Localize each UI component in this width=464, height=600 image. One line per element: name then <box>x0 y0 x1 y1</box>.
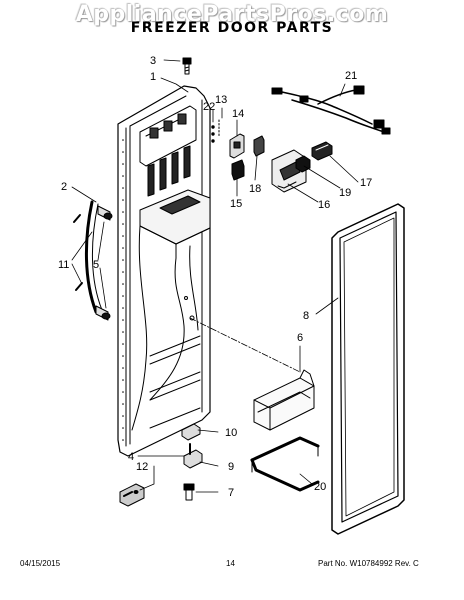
door-handle <box>73 200 113 321</box>
watermark-logo: AppliancePartsPros.com <box>75 2 389 27</box>
control-switches <box>211 119 265 181</box>
footer-part-number: Part No. W10784992 Rev. C <box>318 559 419 568</box>
callout-3: 3 <box>150 55 156 67</box>
callout-7: 7 <box>228 487 234 499</box>
wire-harness <box>271 85 391 135</box>
callout-4: 4 <box>128 451 134 463</box>
door-bin <box>253 369 315 431</box>
callout-11: 11 <box>58 259 69 271</box>
hinge-assembly <box>119 423 203 507</box>
door-liner <box>117 85 211 457</box>
callout-2: 2 <box>61 181 67 193</box>
top-screw <box>182 57 192 75</box>
callout-12: 12 <box>136 461 148 473</box>
electronic-modules <box>271 141 333 193</box>
callout-15: 15 <box>230 198 242 210</box>
callout-14: 14 <box>232 108 244 120</box>
callout-9: 9 <box>228 461 234 473</box>
page-title: FREEZER DOOR PARTS <box>130 20 334 36</box>
callout-17: 17 <box>360 177 372 189</box>
callout-1: 1 <box>150 71 156 83</box>
footer-date: 04/15/2015 <box>20 559 61 568</box>
callout-22: 22 <box>203 101 215 113</box>
callout-18: 18 <box>249 183 261 195</box>
callout-6: 6 <box>297 332 303 344</box>
callout-13: 13 <box>215 94 227 106</box>
callout-16: 16 <box>318 199 330 211</box>
callout-8: 8 <box>303 310 309 322</box>
footer-page-number: 14 <box>226 559 235 568</box>
bin-rail <box>250 436 320 492</box>
door-gasket <box>331 203 405 535</box>
leader-lines <box>71 59 359 493</box>
callout-5: 5 <box>93 259 99 271</box>
callout-21: 21 <box>345 70 357 82</box>
callout-20: 20 <box>314 481 326 493</box>
callout-10: 10 <box>225 427 237 439</box>
callout-19: 19 <box>339 187 351 199</box>
